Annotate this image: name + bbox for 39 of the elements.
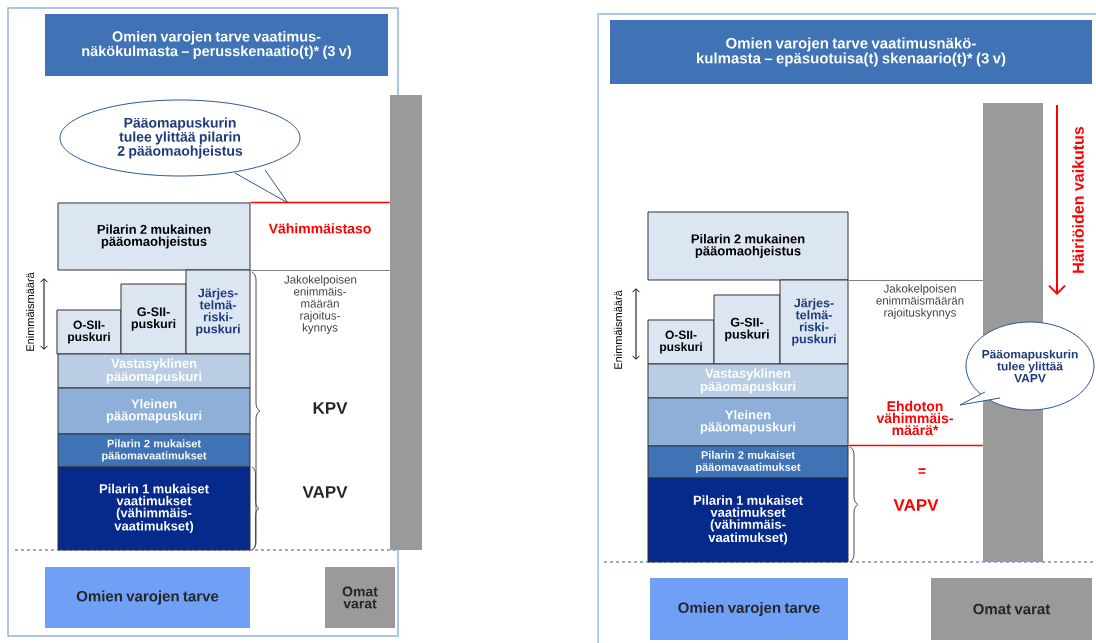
process-box: Järjes- telmä- riski- puskuri: [185, 269, 251, 355]
process-box: Pilarin 1 mukaiset vaatimukset (vähimmäis- vaatimukset): [57, 466, 251, 551]
edge-label: Jakokelpoisen enimmäismäärän rajoituskynnys: [876, 284, 964, 319]
process-box: Vastasyklinen pääomapuskuri: [647, 363, 849, 399]
process-box: Pilarin 2 mukaiset pääomavaatimukset: [647, 445, 849, 479]
process-box: G-SII- puskuri: [120, 283, 187, 355]
speech-bubble: Pääomapuskurin tulee ylittää VAPV: [959, 321, 1095, 411]
connector-line: [848, 280, 984, 281]
legend-box: Omien varojen tarve: [650, 578, 848, 640]
edge-label: Vähimmäistaso: [268, 223, 371, 234]
legend-box: Omien varojen tarve: [45, 567, 250, 628]
text-label: VAPV: [302, 486, 348, 498]
text-label: Ehdoton vähimmäis- määrä*: [876, 400, 953, 436]
process-box: G-SII- puskuri: [713, 294, 781, 365]
text-label: KPV: [313, 402, 348, 414]
text-label: Enimmäismäärä: [26, 272, 35, 351]
connector-line: [250, 270, 391, 271]
text-label: =: [918, 468, 926, 474]
bar: [390, 95, 422, 550]
speech-bubble: Pääomapuskurin tulee ylittää pilarin 2 pääomaohjeistus: [59, 99, 301, 204]
process-box: Järjes- telmä- riski- puskuri: [779, 279, 849, 365]
text-label: Enimmäismäärä: [613, 290, 623, 369]
process-box: O-SII- puskuri: [56, 309, 122, 355]
connector-line: [847, 444, 984, 447]
process-box: Pilarin 1 mukaiset vaatimukset (vähimmäis- vaatimukset): [647, 477, 849, 563]
connector-line: [249, 201, 391, 204]
edge-label: Jakokelpoisen enimmäis- määrän rajoitus- kynnys: [284, 275, 357, 334]
process-box: O-SII- puskuri: [647, 319, 715, 365]
process-box: Yleinen pääomapuskuri: [647, 397, 849, 447]
process-box: Pilarin 2 mukaiset pääomavaatimukset: [57, 433, 251, 468]
legend-box: Omat varat: [325, 567, 395, 628]
process-box: Yleinen pääomapuskuri: [57, 387, 251, 435]
text-label: VAPV: [893, 499, 939, 511]
process-box: Vastasyklinen pääomapuskuri: [57, 353, 251, 389]
text-label: Häiriöiden vaikutus: [1072, 126, 1084, 273]
title-banner: Omien varojen tarve vaatimus- näkökulmasta – perusskenaatio(t)* (3 v): [45, 14, 388, 76]
title-banner: Omien varojen tarve vaatimusnäkö- kulmasta – epäsuotuisa(t) skenaario(t)* (3 v): [610, 20, 1092, 84]
legend-box: Omat varat: [931, 578, 1092, 640]
node-label: Pääomapuskurin tulee ylittää VAPV: [982, 349, 1078, 383]
